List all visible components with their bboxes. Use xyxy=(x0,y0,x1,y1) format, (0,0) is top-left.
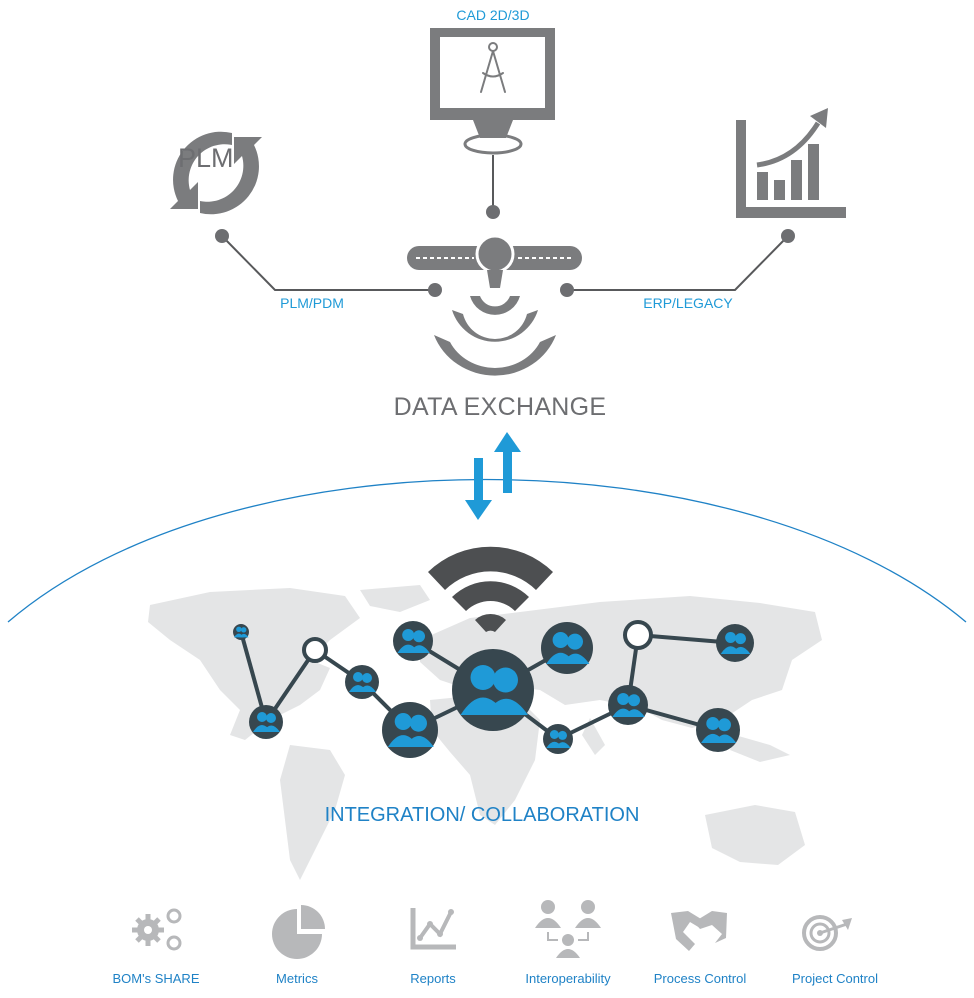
empty-node xyxy=(302,637,328,663)
feature-label-reports: Reports xyxy=(410,971,456,986)
gears-icon xyxy=(132,908,182,951)
feature-label-boms-share: BOM's SHARE xyxy=(112,971,200,986)
plm-cycle-icon xyxy=(170,131,262,215)
empty-node xyxy=(623,620,653,650)
world-map xyxy=(148,585,822,880)
feature-label-interoperability: Interoperability xyxy=(525,971,611,986)
plm-pdm-label: PLM/PDM xyxy=(280,295,344,311)
target-icon xyxy=(802,915,852,951)
user-group-node xyxy=(716,624,754,662)
user-group-node xyxy=(543,724,573,754)
user-group-node xyxy=(608,685,648,725)
erp-legacy-label: ERP/LEGACY xyxy=(643,295,733,311)
collaboration-nodes xyxy=(233,620,754,758)
people-network-icon xyxy=(535,900,601,958)
data-exchange-hub xyxy=(407,234,582,376)
central-user-group-node xyxy=(452,649,534,731)
erp-bar-chart-icon xyxy=(736,108,846,218)
feature-label-metrics: Metrics xyxy=(276,971,318,986)
user-group-node xyxy=(233,624,249,640)
connection-lines xyxy=(221,155,789,291)
feature-label-project-control: Project Control xyxy=(792,971,878,986)
cad-monitor-icon xyxy=(430,28,555,155)
user-group-node xyxy=(541,622,593,674)
user-group-node xyxy=(696,708,740,752)
exchange-arrows xyxy=(465,432,521,520)
user-group-node xyxy=(345,665,379,699)
wifi-signal-icon xyxy=(428,546,553,632)
feature-label-process-control: Process Control xyxy=(653,971,747,986)
horizon-arc xyxy=(7,478,967,623)
pie-chart-icon xyxy=(272,905,325,959)
user-group-node xyxy=(393,621,433,661)
user-group-node xyxy=(382,702,438,758)
line-chart-icon xyxy=(410,908,456,950)
user-group-node xyxy=(249,705,283,739)
cad-label: CAD 2D/3D xyxy=(456,7,530,23)
connector-dots xyxy=(215,205,795,297)
data-exchange-label: DATA EXCHANGE xyxy=(393,393,607,421)
integration-collaboration-label: INTEGRATION/ COLLABORATION xyxy=(324,804,640,826)
plm-icon-text: PLM xyxy=(178,143,234,173)
handshake-icon xyxy=(671,911,727,951)
